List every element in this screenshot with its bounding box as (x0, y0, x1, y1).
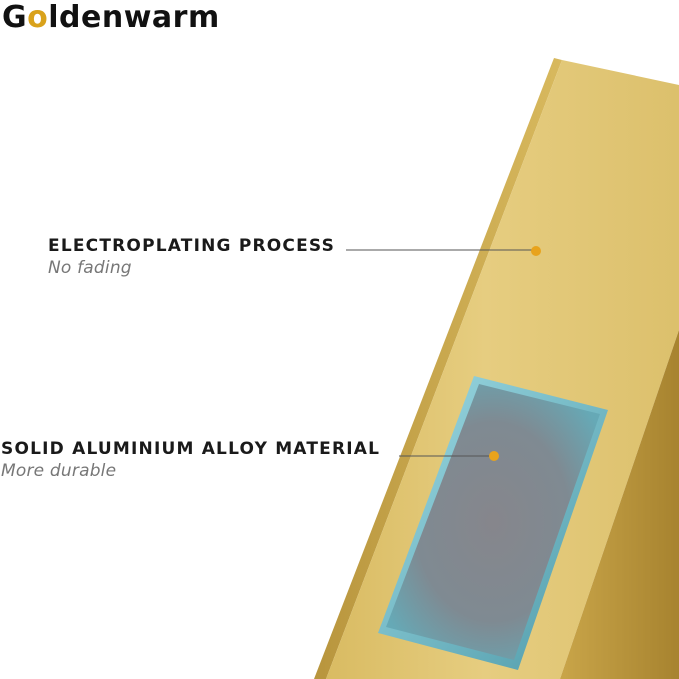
callout-aluminium: SOLID ALUMINIUM ALLOY MATERIAL More dura… (1, 438, 380, 482)
callout-subtitle: No fading (48, 258, 132, 278)
marker-dot-aluminium (489, 451, 499, 461)
marker-dot-electroplating (531, 246, 541, 256)
callout-electroplating: ELECTROPLATING PROCESS No fading (48, 235, 335, 279)
bar-front-face (326, 60, 679, 679)
logo-suffix: ldenwarm (48, 0, 220, 35)
logo-prefix: G (2, 0, 28, 35)
bar-left-edge (314, 58, 562, 679)
callout-subtitle: More durable (1, 461, 117, 481)
brand-logo: Goldenwarm (2, 0, 220, 36)
callout-title: ELECTROPLATING PROCESS (48, 236, 336, 256)
logo-accent: o (27, 0, 49, 35)
callout-title: SOLID ALUMINIUM ALLOY MATERIAL (1, 439, 381, 459)
cutaway-core (386, 384, 600, 660)
bar-right-side (560, 330, 679, 679)
